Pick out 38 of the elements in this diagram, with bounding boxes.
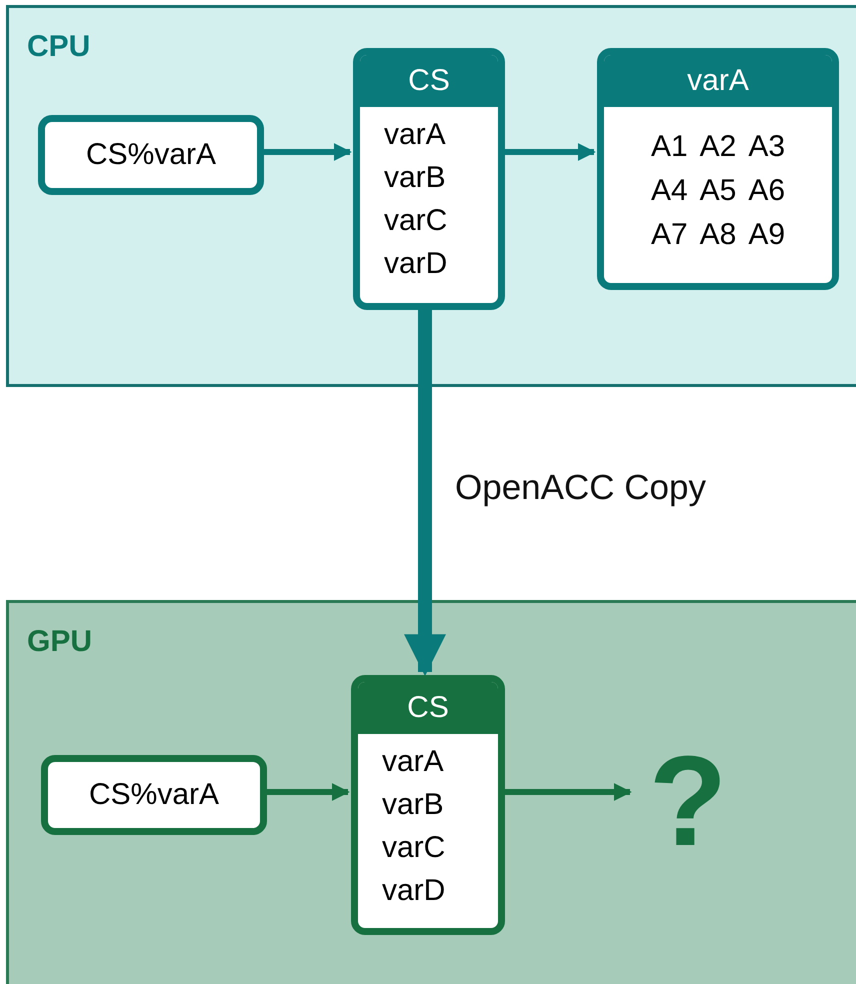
region-title: GPU	[27, 625, 92, 659]
array-box	[597, 48, 839, 290]
array-element: A7	[650, 217, 688, 253]
member-name: varA	[382, 744, 445, 780]
member-name: varA	[384, 117, 447, 153]
question-mark: ?	[633, 738, 743, 858]
struct-box	[353, 48, 505, 310]
array-element: A4	[650, 173, 688, 209]
array-element: A2	[700, 129, 736, 165]
variable-box	[38, 115, 264, 195]
region-panel	[6, 5, 856, 387]
box-header: varA	[604, 55, 832, 107]
variable-name: CS%varA	[86, 138, 216, 172]
member-name: varC	[384, 203, 448, 239]
array-element: A6	[748, 173, 786, 209]
variable-name: CS%varA	[88, 778, 220, 812]
struct-box	[351, 675, 505, 935]
array-element: A1	[650, 129, 688, 165]
array-element: A8	[700, 217, 736, 253]
region-title: CPU	[27, 30, 90, 64]
array-element: A9	[748, 217, 786, 253]
box-header: CS	[360, 55, 498, 107]
member-name: varD	[384, 246, 448, 282]
variable-box	[41, 755, 267, 835]
box-header: CS	[358, 682, 498, 734]
member-name: varC	[382, 830, 446, 866]
arrow	[502, 783, 632, 801]
arrow	[261, 143, 352, 161]
arrow	[264, 783, 350, 801]
arrow	[502, 143, 596, 161]
member-name: varB	[384, 160, 447, 196]
member-name: varD	[382, 873, 446, 909]
region-panel	[6, 600, 856, 984]
array-element: A3	[748, 129, 786, 165]
edge-label: OpenACC Copy	[455, 468, 706, 508]
arrow	[404, 307, 446, 676]
array-element: A5	[700, 173, 736, 209]
member-name: varB	[382, 787, 445, 823]
